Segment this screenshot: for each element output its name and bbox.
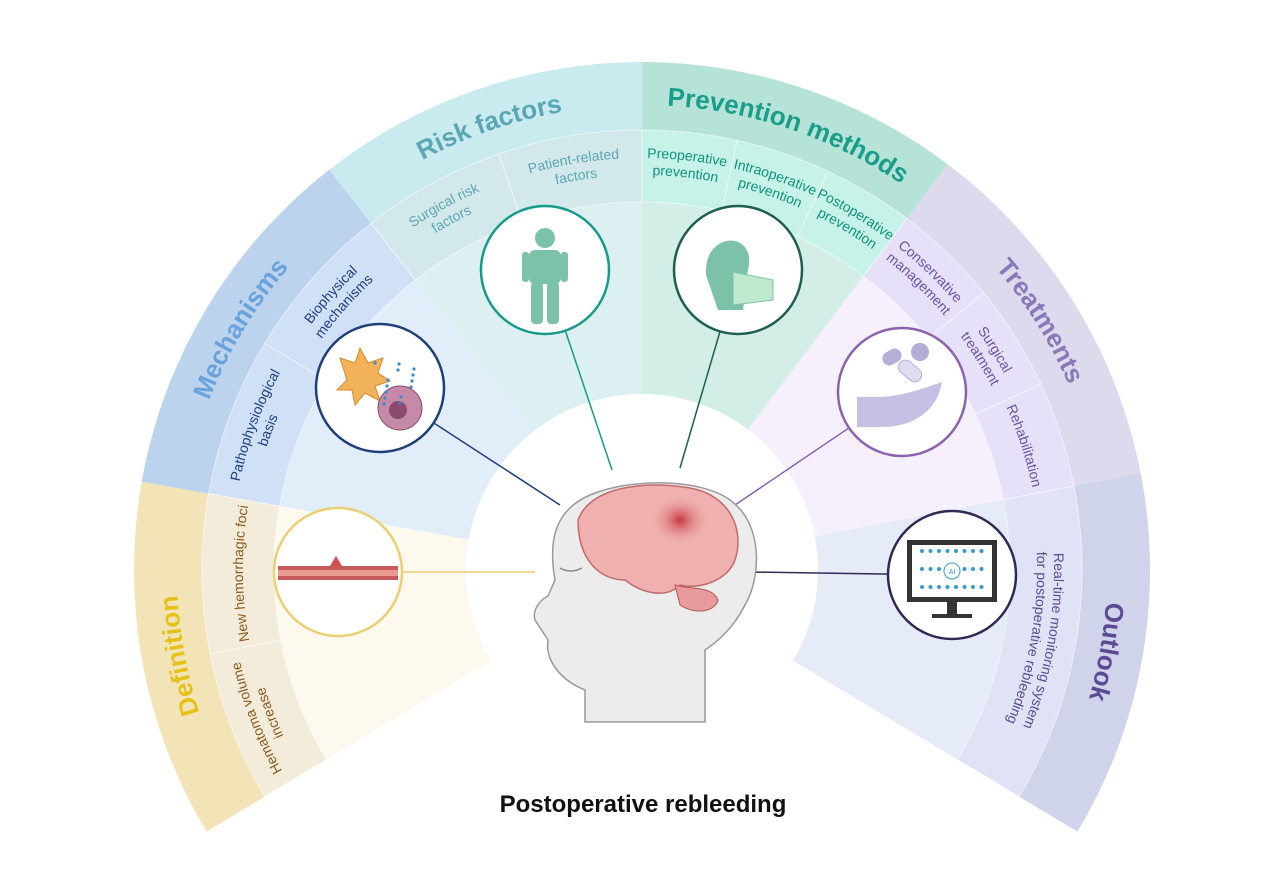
main-title: Postoperative rebleeding xyxy=(500,791,787,818)
definition-sub-label-text: New hemorrhagic foci xyxy=(230,504,252,643)
definition-sub-label: New hemorrhagic foci xyxy=(230,504,252,643)
definition-title-band xyxy=(133,481,265,832)
risk-sub-label-text: factors xyxy=(553,165,598,188)
section-icons: AI xyxy=(272,204,1018,641)
prevention-title-band xyxy=(642,62,948,219)
pills-hand-icon xyxy=(836,326,968,458)
cerebellum xyxy=(674,584,719,612)
risk-sub-label: factors xyxy=(553,165,598,188)
ai-label: AI xyxy=(949,569,956,576)
cells-icon xyxy=(314,322,446,454)
ai-monitor-icon: AI xyxy=(886,509,1018,641)
bleeding-focus xyxy=(652,496,708,544)
risk-title-band xyxy=(329,62,642,224)
person-icon xyxy=(479,204,611,336)
head-brain-illustration xyxy=(533,482,758,723)
closed-eye xyxy=(559,567,583,572)
surgical-mask-icon xyxy=(672,204,804,336)
mechanisms-title-band xyxy=(141,169,372,494)
treatments-title-band xyxy=(906,164,1141,487)
outlook-title-band xyxy=(1019,473,1150,832)
blood-vessel-icon xyxy=(272,506,404,638)
